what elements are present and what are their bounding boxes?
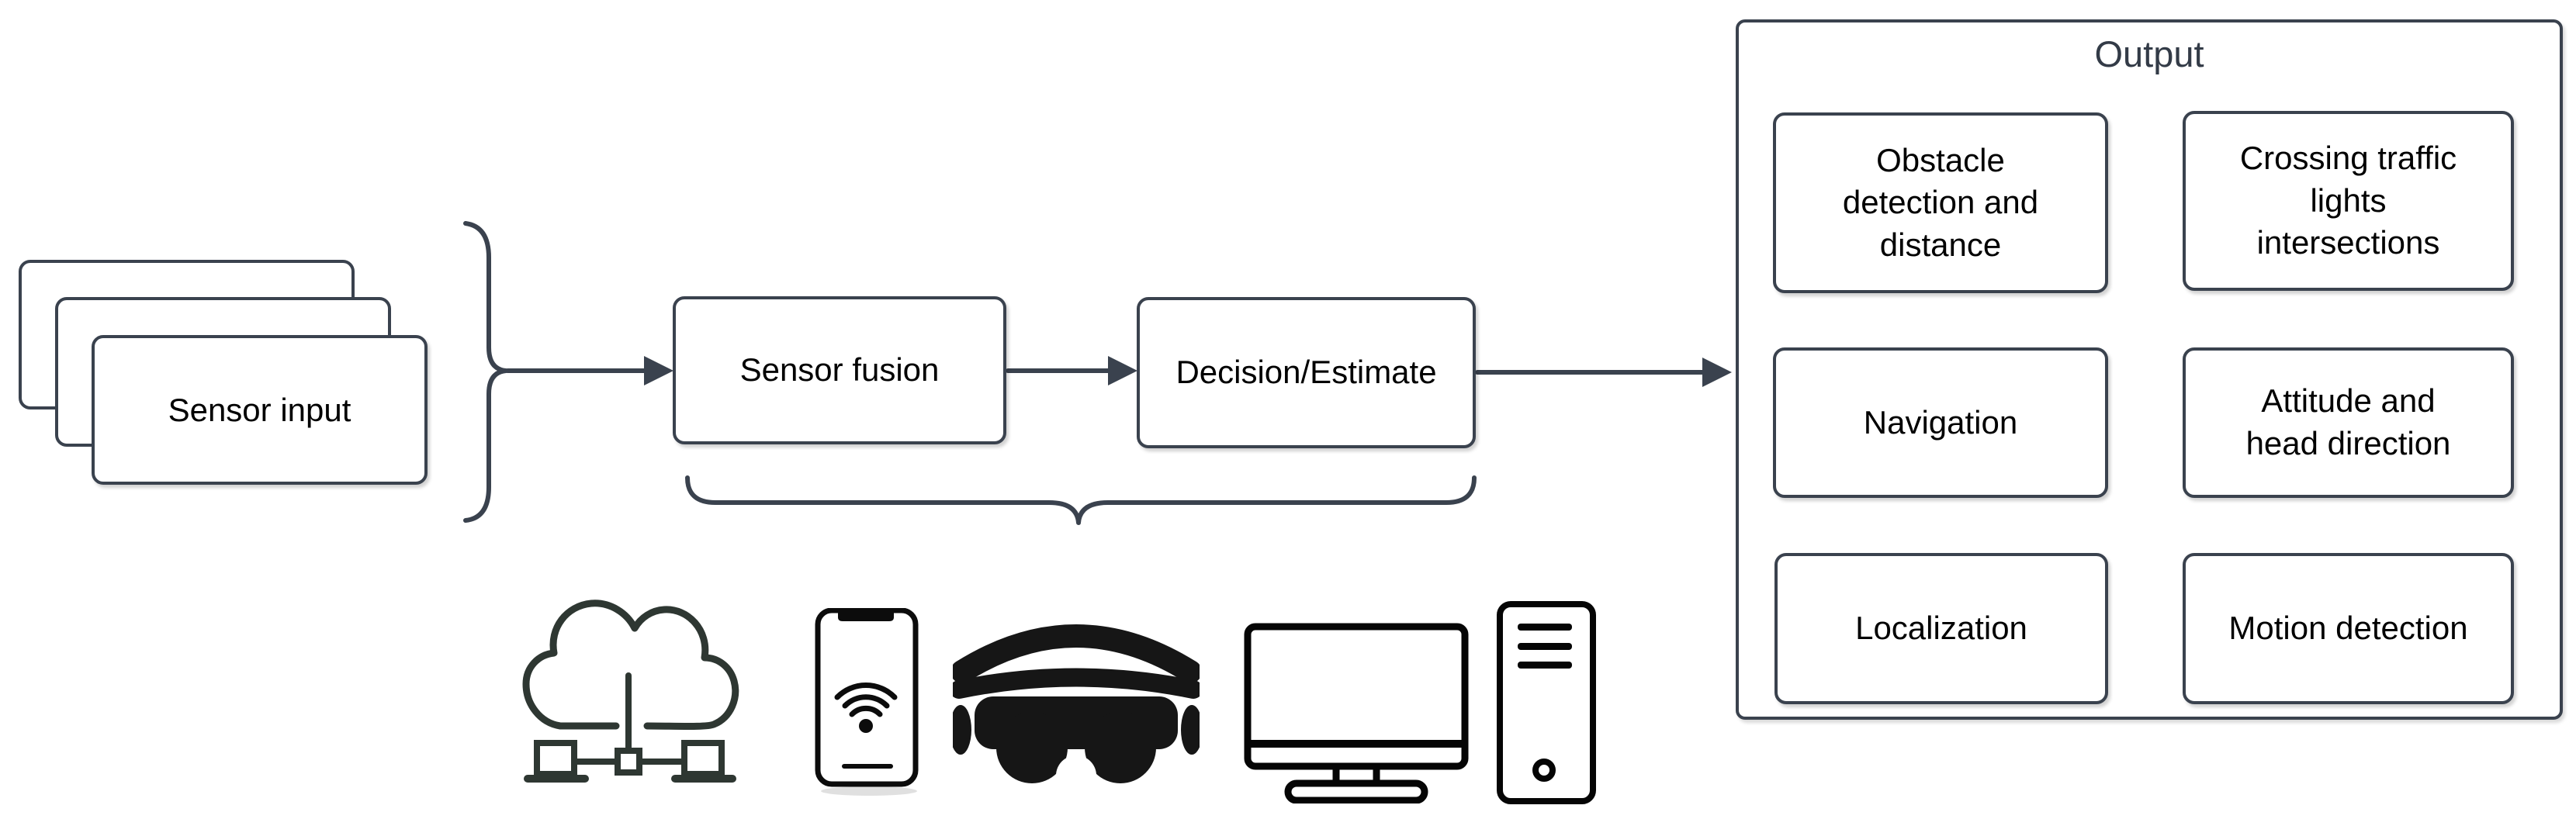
output-box-label: Attitude and head direction (2245, 382, 2451, 461)
output-box-motion-detection: Motion detection (2183, 553, 2514, 704)
arrowhead-3 (1702, 358, 1732, 387)
output-box-crossing-traffic: Crossing traffic lights intersections (2183, 111, 2514, 291)
output-box-localization: Localization (1774, 553, 2108, 704)
output-box-label: Navigation (1863, 403, 2018, 441)
arrowhead-1 (644, 356, 673, 385)
output-box-label: Localization (1855, 610, 2027, 647)
output-box-label: Motion detection (2228, 610, 2468, 647)
output-box-navigation: Navigation (1773, 347, 2108, 498)
desktop-monitor-icon (1243, 622, 1470, 804)
sensor-input-label: Sensor input (168, 391, 351, 428)
cloud-network-icon (520, 594, 740, 791)
smartphone-wifi-icon (815, 607, 920, 797)
sensor-input-card: Sensor input (92, 335, 428, 485)
output-box-label: Obstacle detection and distance (1842, 141, 2039, 263)
decision-estimate-node: Decision/Estimate (1137, 297, 1476, 448)
output-box-obstacle: Obstacle detection and distance (1773, 112, 2108, 293)
output-panel-title: Output (2094, 33, 2204, 74)
sensor-fusion-node: Sensor fusion (673, 296, 1006, 444)
decision-estimate-label: Decision/Estimate (1175, 354, 1437, 391)
vr-headset-icon (950, 610, 1203, 796)
output-box-label: Crossing traffic lights intersections (2239, 140, 2457, 261)
computer-tower-icon (1496, 600, 1597, 805)
input-brace (463, 221, 508, 523)
devices-brace (685, 475, 1477, 525)
sensor-fusion-label: Sensor fusion (739, 351, 940, 389)
arrowhead-2 (1108, 356, 1137, 385)
output-box-attitude: Attitude and head direction (2183, 347, 2514, 498)
